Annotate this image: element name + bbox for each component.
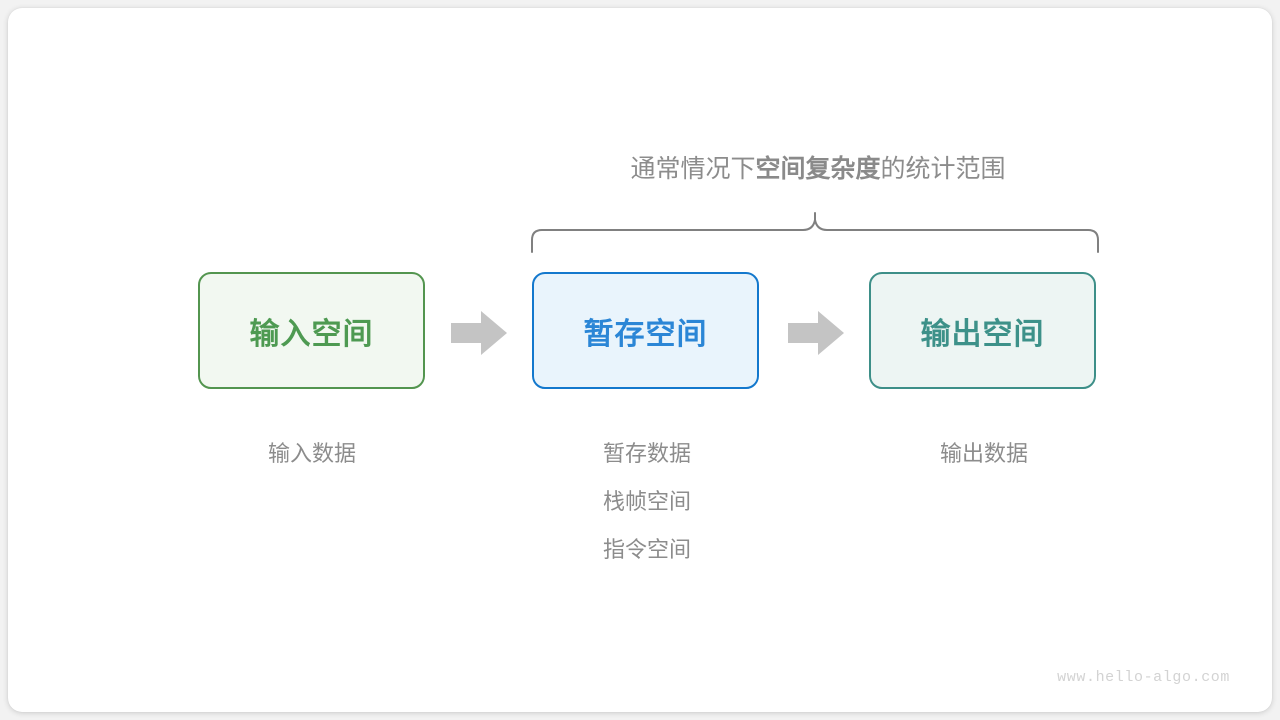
box-output-space-label: 输出空间 — [920, 317, 1045, 351]
caption-buffer-column: 暂存数据 栈帧空间 指令空间 — [497, 430, 797, 574]
curly-brace-icon — [531, 212, 1099, 253]
caption-input-column: 输入数据 — [162, 430, 462, 478]
brace-caption-part-1: 通常情况下 — [630, 155, 756, 183]
caption-buffer-line-3: 指令空间 — [602, 537, 691, 562]
box-input-space-label: 输入空间 — [249, 317, 374, 351]
caption-output-line-1: 输出数据 — [939, 441, 1028, 466]
curly-brace — [522, 206, 1108, 258]
arrow-input-to-buffer — [451, 310, 507, 356]
arrow-buffer-to-output — [788, 310, 844, 356]
box-buffer-space-label: 暂存空间 — [583, 317, 708, 351]
box-input-space: 输入空间 — [198, 272, 425, 389]
caption-input-line-1: 输入数据 — [267, 441, 356, 466]
watermark: www.hello-algo.com — [1057, 669, 1230, 686]
diagram-card: 通常情况下空间复杂度的统计范围 输入空间 暂存空间 输出空间 — [8, 8, 1272, 712]
brace-caption-part-2-bold: 空间复杂度 — [755, 155, 881, 183]
caption-buffer-line-1: 暂存数据 — [602, 441, 691, 466]
brace-caption-part-3: 的统计范围 — [880, 155, 1006, 183]
brace-caption: 通常情况下空间复杂度的统计范围 — [508, 151, 1128, 187]
right-arrow-icon — [451, 311, 507, 355]
caption-buffer-line-2: 栈帧空间 — [602, 489, 691, 514]
box-output-space: 输出空间 — [869, 272, 1096, 389]
caption-output-column: 输出数据 — [834, 430, 1134, 478]
box-buffer-space: 暂存空间 — [532, 272, 759, 389]
right-arrow-icon — [788, 311, 844, 355]
